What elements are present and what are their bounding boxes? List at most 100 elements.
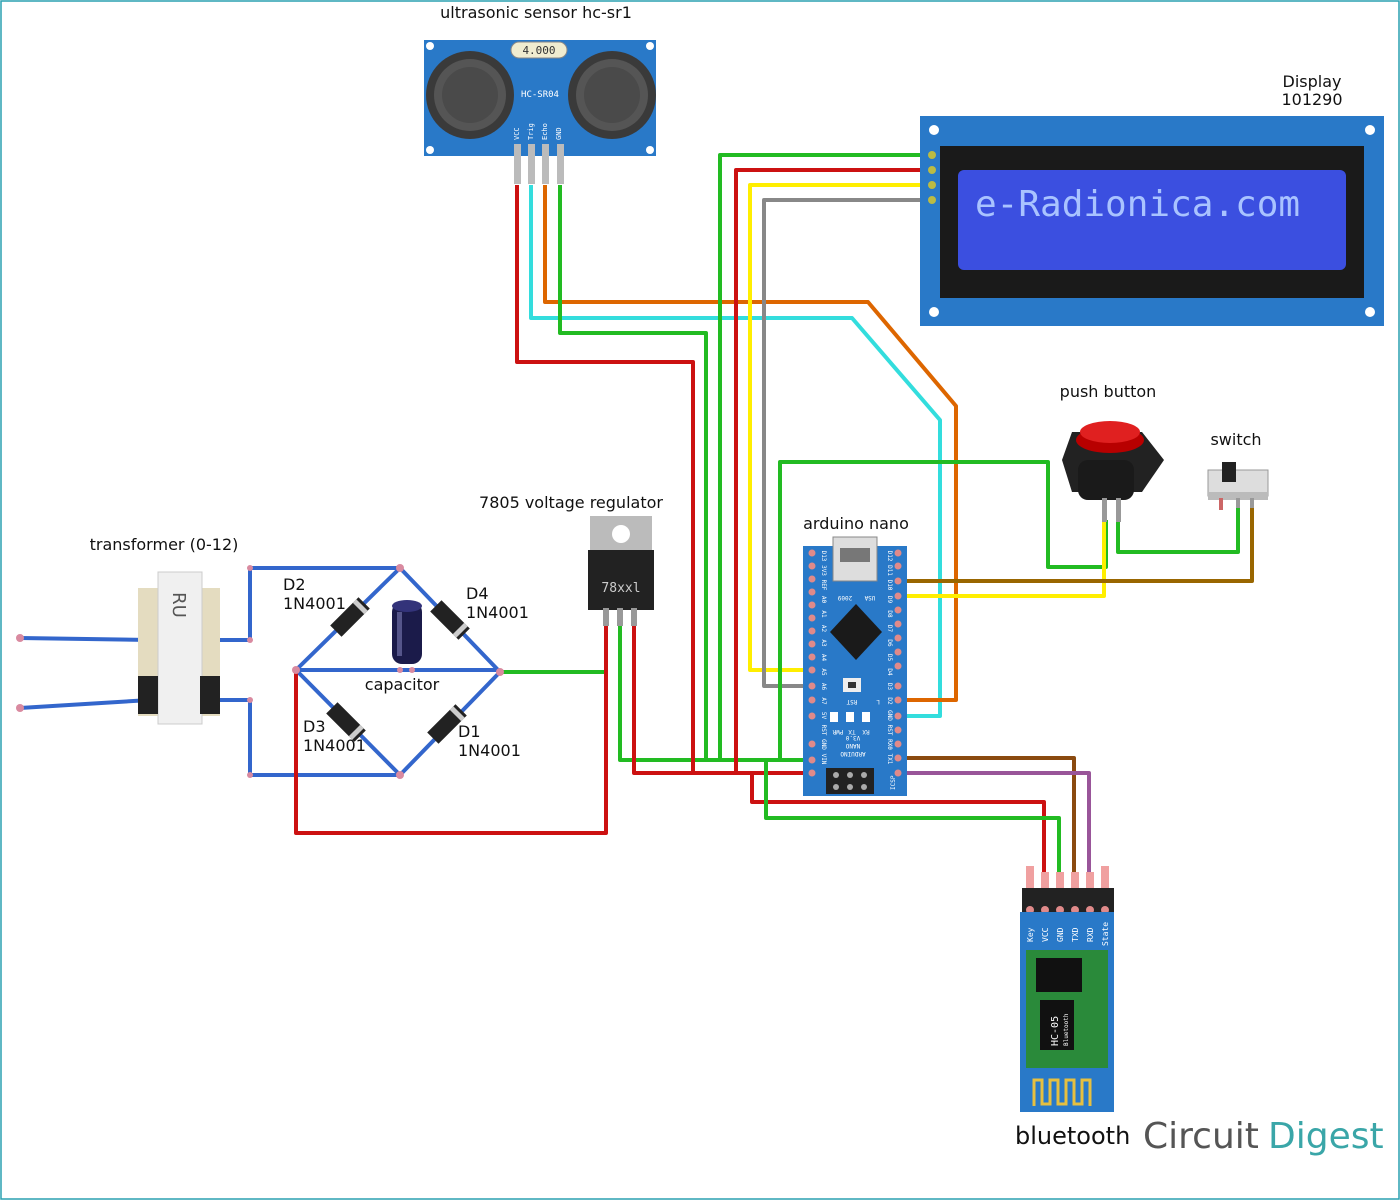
lcd-display: Display 101290 e-Radionica.com [920, 72, 1384, 326]
nano-left-pin-label-1: 3V3 [820, 565, 827, 576]
wire-us-trig [529, 185, 942, 718]
transformer-marking: RU [168, 592, 189, 618]
wire-switch-signal [898, 508, 1254, 583]
wire-bt-txd [898, 756, 1076, 880]
bt-antenna-icon [1032, 1078, 1092, 1106]
nano-left-pins [808, 549, 816, 777]
brand-digest: Digest [1268, 1116, 1384, 1157]
switch-body [1207, 469, 1269, 497]
nano-right-pin-label-2: D10 [886, 580, 893, 591]
lcd-screen [958, 170, 1346, 270]
nano-right-pin-label-7: D5 [886, 654, 893, 662]
crystal-readout: 4.000 [522, 44, 555, 57]
bt-pin-state: State [1101, 922, 1110, 946]
bluetooth-label: bluetooth [1015, 1122, 1130, 1150]
nano-left-pin-label-13: GND [820, 739, 827, 750]
sensor-pin-gnd: GND [555, 127, 563, 140]
mcu-chip-icon [830, 604, 882, 660]
diode-d4 [430, 600, 470, 640]
d2-part: 1N4001 [283, 594, 346, 613]
switch-label: switch [1210, 430, 1261, 449]
nano-mark-pwr: PWR [832, 728, 843, 735]
d3-label: D3 [303, 717, 326, 736]
nano-left-pin-label-0: D13 [820, 551, 827, 562]
wire-lcd-scl [762, 198, 932, 688]
capacitor-label: capacitor [365, 675, 440, 694]
nano-left-pin-label-11: 5V [820, 712, 827, 720]
arduino-nano: arduino nano ARDUI [803, 514, 909, 796]
diode-d3 [326, 702, 366, 742]
nano-left-pin-label-4: A1 [820, 610, 827, 618]
d1-part: 1N4001 [458, 741, 521, 760]
nano-right-pin-label-12: RST [886, 725, 893, 736]
nano-mark-icsp: ICSP [890, 775, 897, 790]
nano-right-pin-label-1: D11 [886, 565, 893, 576]
nano-mark-tx: TX [848, 728, 856, 735]
wire-ac-in-top [19, 636, 151, 642]
wire-ac-in-bottom [19, 698, 151, 710]
nano-left-pin-label-6: A3 [820, 639, 827, 647]
nano-mark-version: V3.0 [845, 734, 860, 741]
sensor-model: HC-SR04 [521, 90, 559, 100]
sensor-pin-labels: VCC Trig Echo GND [513, 123, 563, 140]
nano-mark-l: L [876, 698, 880, 705]
wire-us-vcc [515, 185, 695, 773]
wire-tr-top-to-bridge [210, 566, 400, 642]
nano-right-pin-label-5: D7 [886, 625, 893, 633]
arduino-label: arduino nano [803, 514, 909, 533]
sensor-pin-vcc: VCC [513, 127, 521, 140]
regulator-label: 7805 voltage regulator [479, 493, 663, 512]
wire-bt-gnd [764, 760, 1061, 880]
lcd-header-pins [928, 151, 936, 204]
nano-board [803, 546, 907, 796]
nano-left-pin-label-7: A4 [820, 654, 827, 662]
regulator-legs [603, 608, 637, 626]
sensor-header-pins [514, 144, 564, 184]
bt-pin-rxd: RXD [1086, 927, 1095, 942]
display-code: 101290 [1281, 90, 1342, 109]
bt-pin-vcc: VCC [1041, 927, 1050, 942]
diode-d2 [330, 597, 370, 637]
regulator-marking: 78xxl [601, 581, 640, 596]
switch-slider-icon [1222, 462, 1236, 482]
wire-lcd-vcc [734, 168, 932, 773]
nano-left-pin-label-5: A2 [820, 625, 827, 633]
lcd-text: e-Radionica.com [975, 184, 1300, 225]
nano-left-pin-label-8: A5 [820, 668, 827, 676]
transformer: transformer (0-12) RU [90, 535, 239, 725]
wire-bt-rxd [898, 771, 1091, 880]
push-button-label: push button [1060, 382, 1157, 401]
d1-label: D1 [458, 722, 481, 741]
d2-label: D2 [283, 575, 306, 594]
d4-label: D4 [466, 584, 489, 603]
bt-header [1022, 888, 1114, 912]
bt-chip-icon [1036, 958, 1082, 992]
nano-right-pin-label-11: GND [886, 710, 893, 721]
wire-reg-mid [618, 625, 810, 762]
nano-mark-rst: RST [846, 698, 857, 705]
display-label: Display [1283, 72, 1342, 91]
brand-logo: Circuit Digest [1143, 1116, 1384, 1157]
nano-right-pin-label-6: D6 [886, 639, 893, 647]
nano-right-pins [894, 549, 902, 777]
brand-circuit: Circuit [1143, 1116, 1259, 1157]
wire-lcd-gnd [718, 153, 932, 760]
bt-pin-gnd: GND [1056, 927, 1065, 942]
nano-left-pin-label-2: REF [820, 580, 827, 591]
nano-left-pin-label-10: A7 [820, 697, 827, 705]
nano-left-pin-label-12: RST [820, 725, 827, 736]
transformer-label: transformer (0-12) [90, 535, 239, 554]
nano-right-pin-label-8: D4 [886, 668, 893, 676]
nano-right-pin-label-4: D8 [886, 610, 893, 618]
bt-pin-key: Key [1026, 927, 1035, 942]
regulator-body [588, 550, 654, 610]
nano-right-pin-label-10: D2 [886, 697, 893, 705]
crystal [510, 41, 568, 59]
voltage-regulator: 7805 voltage regulator 78xxl [479, 493, 663, 626]
nano-right-pin-label-13: RX0 [886, 739, 893, 750]
d4-part: 1N4001 [466, 603, 529, 622]
bt-chip-sub: Bluetooth [1063, 1013, 1070, 1046]
wire-tr-bottom-to-bridge [210, 698, 400, 777]
